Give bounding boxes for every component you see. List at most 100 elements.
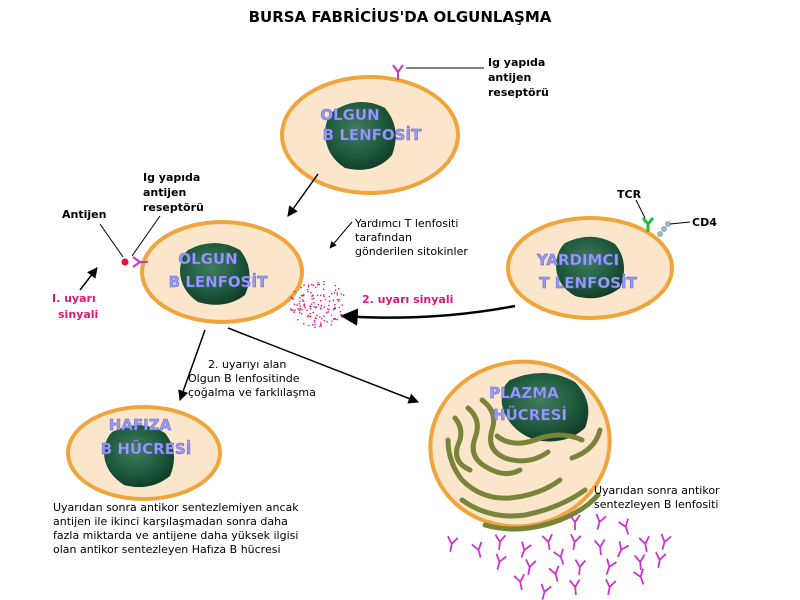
antibody-icon — [617, 517, 635, 538]
antibody-icon — [547, 564, 564, 584]
antibody-icon — [656, 532, 673, 552]
cell-name-line1: HAFIZA — [109, 416, 172, 434]
cytokine-dot — [297, 318, 299, 321]
antibody-icon — [493, 533, 507, 552]
cytokine-dot — [318, 283, 321, 286]
cytokine-dot — [314, 326, 316, 329]
antibody-icon — [569, 514, 581, 531]
tcr-icon — [641, 217, 655, 232]
cytokine-dot — [313, 319, 316, 322]
cytokine-dot — [320, 304, 323, 307]
antibody-icon — [541, 533, 556, 552]
cytokine-dot — [299, 300, 301, 303]
cytokine-dot — [310, 305, 312, 308]
cytokine-dot — [333, 318, 335, 320]
cytokine-dot — [302, 294, 305, 297]
memory-b-cell: HAFIZA B HÜCRESİ — [66, 405, 222, 501]
cytokine-dot — [316, 314, 318, 317]
cytokine-dot — [323, 295, 325, 298]
antibody-icon — [536, 582, 553, 600]
plasma-cell: PLAZMA HÜCRESİ — [428, 359, 612, 532]
cytokine-dot — [298, 309, 301, 312]
cell-name-line2: T LENFOSİT — [539, 273, 637, 292]
cytokine-dot — [303, 322, 305, 325]
cytokine-dot — [340, 293, 343, 295]
cytokine-dot — [293, 303, 296, 306]
nucleus — [325, 101, 396, 170]
cytokine-dot — [320, 299, 322, 302]
cytokine-dot — [310, 292, 312, 294]
signal-2-label: 2. uyarı sinyali — [362, 293, 453, 306]
cytokine-dot — [323, 319, 326, 322]
cell-name-line1: OLGUN — [178, 250, 237, 268]
nucleus — [180, 243, 250, 305]
cytokine-dot — [320, 322, 322, 324]
mature-b-cell-top: OLGUN B LENFOSİT — [280, 75, 460, 195]
cell-name-line1: YARDIMCI — [536, 251, 619, 269]
cell-name-line1: OLGUN — [320, 106, 379, 124]
cytokine-dot — [316, 294, 319, 297]
cytokine-dot — [336, 292, 339, 294]
cytokine-dot — [312, 294, 314, 297]
cytokine-dot — [319, 294, 322, 297]
nucleus — [104, 425, 174, 488]
cytokine-dot — [307, 314, 309, 317]
cytokine-dot — [323, 315, 325, 318]
antibody-icon — [552, 547, 570, 568]
cytokine-dot — [290, 309, 293, 311]
cytokine-dot — [293, 290, 296, 293]
antigen-icon — [121, 258, 129, 266]
proliferation-label-1: 2. uyarıyı alan — [208, 358, 286, 371]
signal-1-label-2: sinyali — [58, 308, 98, 321]
cytokine-dot — [328, 308, 330, 311]
cytokine-dot — [331, 320, 333, 323]
cytokine-dot — [323, 288, 325, 291]
nucleus — [556, 236, 624, 299]
cytokine-dot — [337, 300, 340, 302]
antibody-icons — [444, 512, 673, 600]
cell-name-line1: PLAZMA — [489, 384, 559, 402]
antigen-receptor-icon — [132, 256, 148, 268]
antibody-icon — [591, 512, 608, 532]
endoplasmic-reticulum — [445, 397, 603, 532]
cytokine-dot — [325, 311, 328, 314]
plasma-desc-1: Uyarıdan sonra antikor — [594, 484, 720, 497]
antibody-icon — [652, 551, 667, 570]
cytokine-dot — [340, 315, 343, 318]
cytokine-dot — [321, 317, 323, 320]
nucleus — [501, 372, 589, 442]
cytokine-dot — [313, 305, 315, 308]
cytokine-dot — [299, 305, 301, 307]
cytokine-label-3: gönderilen sitokinler — [355, 245, 468, 258]
cytokine-dot — [334, 284, 337, 287]
mature-b-cell-middle: OLGUN B LENFOSİT — [140, 220, 304, 324]
antigen-receptor-icon — [392, 64, 404, 80]
cytokine-dot — [322, 294, 325, 296]
antibody-icon — [568, 578, 582, 597]
cytokine-dot — [309, 312, 312, 315]
cytokine-dot — [306, 309, 308, 312]
cytokine-dot — [341, 304, 344, 306]
cytokine-dot — [300, 313, 303, 315]
cytokine-dot — [299, 297, 301, 299]
cytokine-dot — [314, 324, 316, 326]
receptor-label-top-3: reseptörü — [488, 86, 549, 99]
cytokine-dot — [317, 282, 319, 284]
cytokine-dot — [299, 308, 302, 310]
antibody-icon — [612, 540, 630, 561]
cytokine-dot — [304, 307, 307, 309]
cell-name-line2: B HÜCRESİ — [101, 439, 192, 458]
antibody-icon — [491, 552, 508, 572]
cytokine-dot — [292, 309, 294, 311]
cytokine-dot — [334, 289, 337, 292]
cytokine-dot — [319, 307, 322, 309]
antibody-icon — [515, 540, 533, 561]
cytokine-dot — [319, 325, 321, 328]
cell-name-line2: HÜCRESİ — [493, 405, 567, 424]
cytokine-dot — [319, 316, 321, 318]
receptor-label-top-2: antijen — [488, 71, 531, 84]
cytokine-dot — [316, 284, 319, 286]
cytokine-dot — [299, 311, 301, 314]
cytokine-dot — [333, 307, 335, 310]
